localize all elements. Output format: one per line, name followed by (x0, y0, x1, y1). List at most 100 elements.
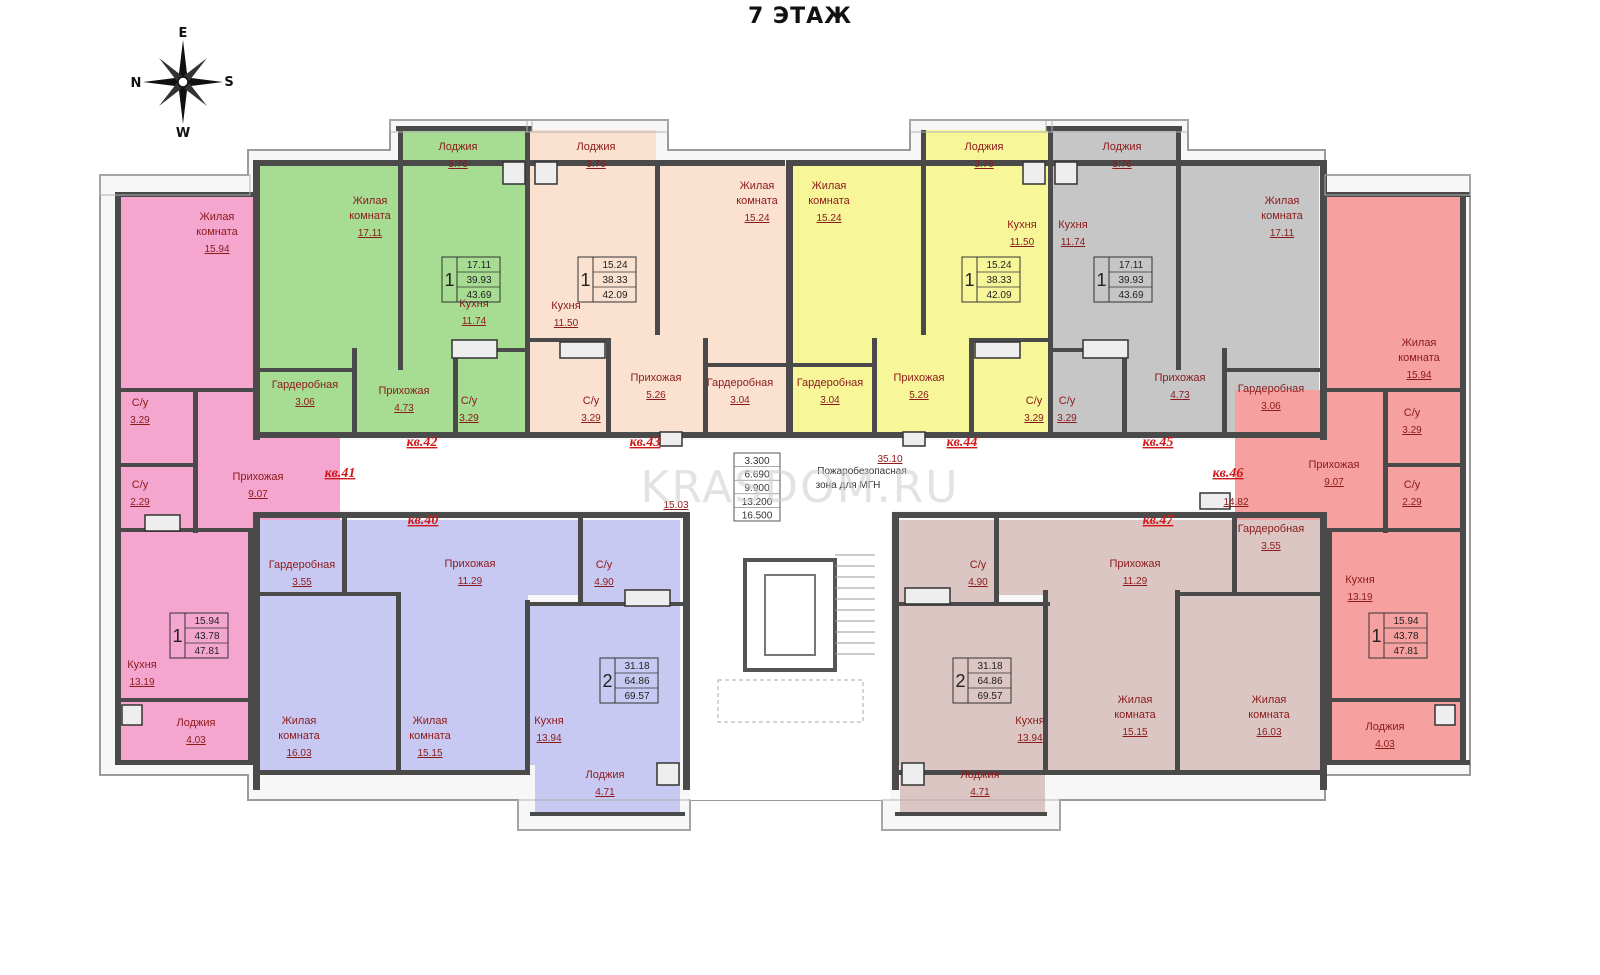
a47-hall-label: Прихожая (1110, 558, 1161, 570)
window-frame (1324, 174, 1471, 196)
a45-hall-area: 4.73 (1170, 390, 1190, 401)
wall-segment (530, 812, 685, 816)
wall-segment (1222, 348, 1227, 432)
summary-total-area: 64.86 (624, 676, 649, 687)
a40-kitchen-area: 13.94 (536, 733, 561, 744)
safe-zone-label-line-2: зона для МГН (816, 480, 881, 491)
wall-segment (525, 600, 530, 772)
a41-kitchen-label: Кухня (127, 659, 156, 671)
summary-total-area: 43.78 (1393, 631, 1418, 642)
apartment-45-number: кв.45 (1143, 435, 1174, 450)
a40-living-room-2-area: 15.15 (417, 748, 442, 759)
ventilation-shaft (974, 341, 1021, 359)
summary-frame (952, 657, 1012, 704)
summary-frame (599, 657, 659, 704)
wall-segment (578, 518, 583, 605)
floor-title: 7 ЭТАЖ (747, 4, 853, 29)
summary-living-area: 31.18 (624, 661, 649, 672)
a46-hall-area: 9.07 (1324, 477, 1344, 488)
landing-outline (717, 679, 864, 723)
summary-living-area: 15.24 (986, 260, 1011, 271)
a46-bathroom-1-label: С/у (1404, 407, 1421, 419)
a45-living-room-area: 17.11 (1270, 228, 1295, 239)
window-frame (389, 119, 533, 133)
wall-segment (1175, 590, 1180, 772)
a43-living-room-label: Жилая (740, 180, 775, 192)
a41-hall-area: 9.07 (248, 489, 268, 500)
a44-room-fill (793, 165, 923, 365)
compass-south-label: S (224, 75, 233, 90)
wall-segment (253, 160, 260, 440)
ventilation-shaft (1199, 492, 1231, 510)
a45-room-fill (1051, 350, 1124, 432)
a46-living-room-label: Жилая (1402, 337, 1437, 349)
a46-hall-label: Прихожая (1309, 459, 1360, 471)
a40-loggia-label: Лоджия (586, 769, 625, 781)
a40-living-room-1-label: Жилая (282, 715, 317, 727)
a43-room-fill (656, 165, 786, 365)
summary-with-loggia-area: 47.81 (194, 646, 219, 657)
a47-loggia-label: Лоджия (961, 769, 1000, 781)
wall-segment (683, 512, 690, 790)
a46-bathroom-2-area: 2.29 (1402, 497, 1422, 508)
summary-frame (169, 612, 229, 659)
a45-living-room-label: Жилая (1265, 195, 1300, 207)
corridor-band (255, 440, 1330, 510)
summary-total-area: 64.86 (977, 676, 1002, 687)
wall-segment (1325, 760, 1470, 765)
a44-hall-label: Прихожая (894, 372, 945, 384)
a42-loggia-area: 3.76 (448, 159, 468, 170)
a41-loggia-label: Лоджия (177, 717, 216, 729)
ventilation-shaft (624, 589, 671, 607)
a45-loggia-label: Лоджия (1103, 141, 1142, 153)
a40-living-room-2-label: комната (409, 730, 451, 742)
summary-with-loggia-area: 43.69 (466, 290, 491, 301)
a43-room-fill (608, 340, 705, 432)
elevator-shaft (743, 558, 837, 672)
a44-kitchen-label: Кухня (1007, 219, 1036, 231)
a44-living-room-label: комната (808, 195, 850, 207)
a44-loggia-area: 3.76 (974, 159, 994, 170)
summary-total-area: 39.93 (466, 275, 491, 286)
a40-bathroom-label: С/у (596, 559, 613, 571)
ventilation-shaft (451, 339, 498, 359)
corridor-right-area: 14.82 (1223, 497, 1248, 508)
a43-wardrobe-area: 3.04 (730, 395, 750, 406)
wall-segment (1325, 528, 1465, 532)
wall-segment (1045, 770, 1325, 775)
wall-segment (606, 338, 611, 432)
a45-room-fill (1124, 350, 1224, 432)
a44-living-room-area: 15.24 (816, 213, 841, 224)
a41-hall-label: Прихожая (233, 471, 284, 483)
wall-segment (255, 368, 355, 372)
summary-room-count: 1 (964, 270, 974, 290)
a44-wardrobe-area: 3.04 (820, 395, 840, 406)
a42-bathroom-area: 3.29 (459, 413, 479, 424)
a46-bathroom-2-label: С/у (1404, 479, 1421, 491)
a40-loggia-area: 4.71 (595, 787, 615, 798)
a44-wardrobe-label: Гардеробная (797, 377, 864, 389)
a47-hall-area: 11.29 (1123, 576, 1148, 587)
a43-room-fill (705, 365, 786, 432)
summary-frame (1093, 256, 1153, 303)
a43-bathroom-label: С/у (583, 395, 600, 407)
wall-segment (1224, 368, 1324, 372)
wall-segment (921, 130, 926, 335)
ventilation-shaft (502, 161, 526, 185)
summary-frame (1368, 612, 1428, 659)
a40-room-fill (260, 520, 345, 595)
a43-bathroom-area: 3.29 (581, 413, 601, 424)
apartment-46-number: кв.46 (1213, 466, 1244, 481)
summary-room-count: 1 (1096, 270, 1106, 290)
a41-living-room-area: 15.94 (204, 244, 229, 255)
wall-segment (703, 338, 708, 432)
dimension-value: 3.300 (744, 456, 769, 467)
a45-bathroom-area: 3.29 (1057, 413, 1077, 424)
a40-room-fill (260, 595, 398, 770)
a47-living-room-1-label: комната (1114, 709, 1156, 721)
summary-with-loggia-area: 69.57 (977, 691, 1002, 702)
